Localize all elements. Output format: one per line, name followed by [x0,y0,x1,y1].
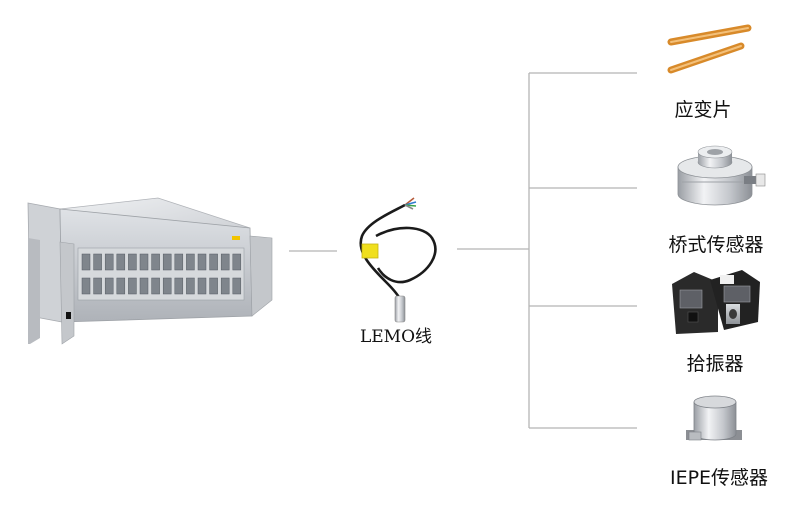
channel-connector [116,277,126,295]
channel-connector [93,277,102,295]
channel-connector [81,253,91,271]
channel-connector [186,277,195,295]
sensor-label-vibration-pickup: 拾振器 [686,353,744,375]
channel-connector [220,277,230,295]
channel-connector [116,253,126,271]
cable-label: LEMO线 [359,327,433,347]
lemo-cable-icon [359,197,437,323]
channel-connector [197,277,207,295]
channel-connector [151,253,160,271]
channel-connector [232,277,242,295]
channel-connector [197,253,207,271]
channel-connector [209,277,218,295]
acquisition-chassis-icon [27,197,273,345]
channel-connector [151,277,160,295]
channel-connector [162,253,172,271]
connection-lines [289,72,637,429]
channel-connector [174,253,184,271]
channel-connector [232,253,242,271]
channel-connector [220,253,230,271]
channel-connector [139,253,149,271]
channel-connector [174,277,184,295]
channel-connector [128,253,137,271]
vibration-pickup-icon [672,270,760,334]
channel-connector [104,277,114,295]
channel-connector [139,277,149,295]
strain-gauge-icon [667,24,752,74]
channel-connector [93,253,102,271]
sensor-label-load-cell: 桥式传感器 [668,234,764,256]
channel-connector [162,277,172,295]
channel-modules [81,253,242,295]
iepe-accelerometer-icon [686,395,742,441]
channel-connector [104,253,114,271]
channel-connector [81,277,91,295]
sensor-label-iepe: IEPE传感器 [669,467,769,489]
channel-connector [209,253,218,271]
sensor-label-strain-gauge: 应变片 [674,99,732,121]
channel-connector [128,277,137,295]
load-cell-icon [677,145,766,206]
channel-connector [186,253,195,271]
